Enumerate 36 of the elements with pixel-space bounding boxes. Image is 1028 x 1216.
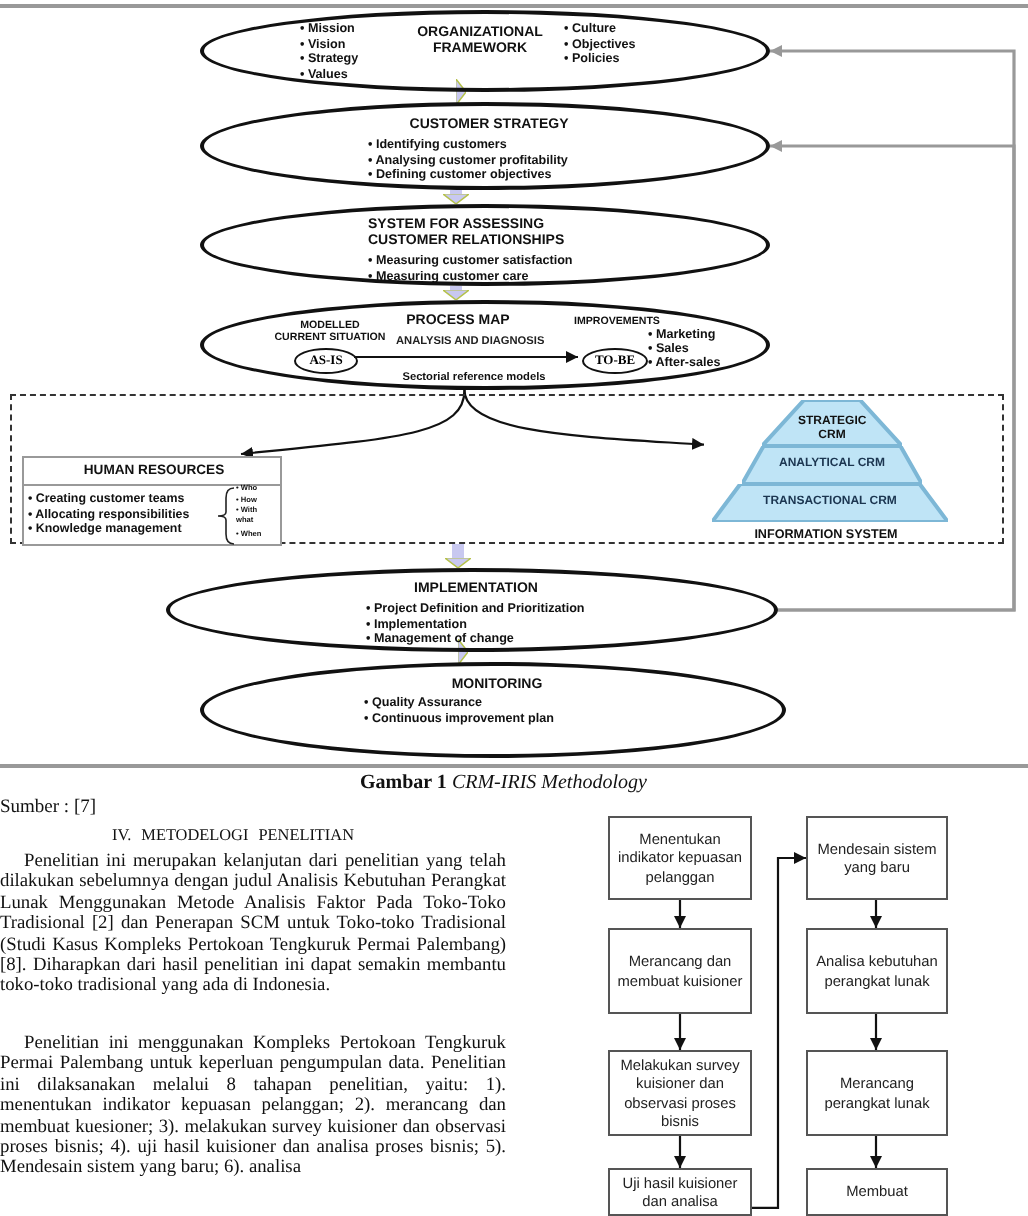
- arrow: [674, 900, 686, 928]
- process-box: [608, 928, 752, 1014]
- arrow: [463, 389, 705, 450]
- stage-ellipse: [200, 102, 770, 190]
- figure-caption: Gambar 1 CRM-IRIS Methodology: [360, 772, 647, 794]
- pyramid-layer: [762, 400, 902, 446]
- arrow: [770, 140, 1016, 612]
- dashed-group-box: [10, 394, 1004, 544]
- stage-ellipse: [166, 568, 778, 652]
- arrow: [354, 351, 578, 363]
- process-box: [806, 928, 948, 1014]
- state-ellipse: [294, 348, 358, 374]
- arrow: [240, 389, 466, 459]
- arrow: [674, 1014, 686, 1050]
- stage-ellipse: [200, 10, 770, 92]
- pyramid-layer: [712, 484, 948, 522]
- pyramid-layer: [742, 446, 922, 484]
- process-box: [608, 1168, 752, 1216]
- process-box: [806, 1050, 948, 1136]
- stage-ellipse: [200, 204, 770, 286]
- process-box: [806, 1168, 948, 1216]
- stage-ellipse: [200, 662, 786, 758]
- arrow: [752, 852, 806, 1209]
- state-ellipse: [582, 348, 648, 374]
- paragraph: Penelitian ini menggunakan Kompleks Pertokoan Tengkuruk Permai Palembang untuk keperluan pengumpulan data. Penelitian ini dilaksanakan melalui 8 tahapan penelitian, yaitu: 1). menentukan indikator kepuasan pelanggan; 2). merancang dan membuat kuesioner; 3). melakukan survey kuisioner dan observasi proses bisnis; 4). uji hasil kuisioner dan analisa proses bisnis; 5). Mendesain sistem yang baru; 6). analisa: [0, 1034, 506, 1180]
- section-heading: IV. METODELOGI PENELITIAN: [112, 826, 354, 844]
- block-arrow: [450, 79, 466, 103]
- arrow: [870, 900, 882, 928]
- paragraph: Penelitian ini merupakan kelanjutan dari penelitian yang telah dilakukan sebelumnya dengan judul Analisis Kebutuhan Perangkat Lunak Menggunakan Metode Analisis Faktor Pada Toko-Toko Tradisional [2] dan Penerapan SCM untuk Toko-toko Tradisional (Studi Kasus Kompleks Pertokoan Tengkuruk Permai Palembang) [8]. Diharapkan dari hasil penelitian ini dapat semakin membantu toko-toko tradisional yang ada di Indonesia.: [0, 852, 506, 998]
- arrow: [870, 1136, 882, 1168]
- source-note: Sumber : [7]: [0, 798, 97, 818]
- arrow: [870, 1014, 882, 1050]
- process-box: [608, 816, 752, 900]
- resource-panel: [22, 456, 282, 546]
- arrow: [674, 1136, 686, 1168]
- process-box: [806, 816, 948, 900]
